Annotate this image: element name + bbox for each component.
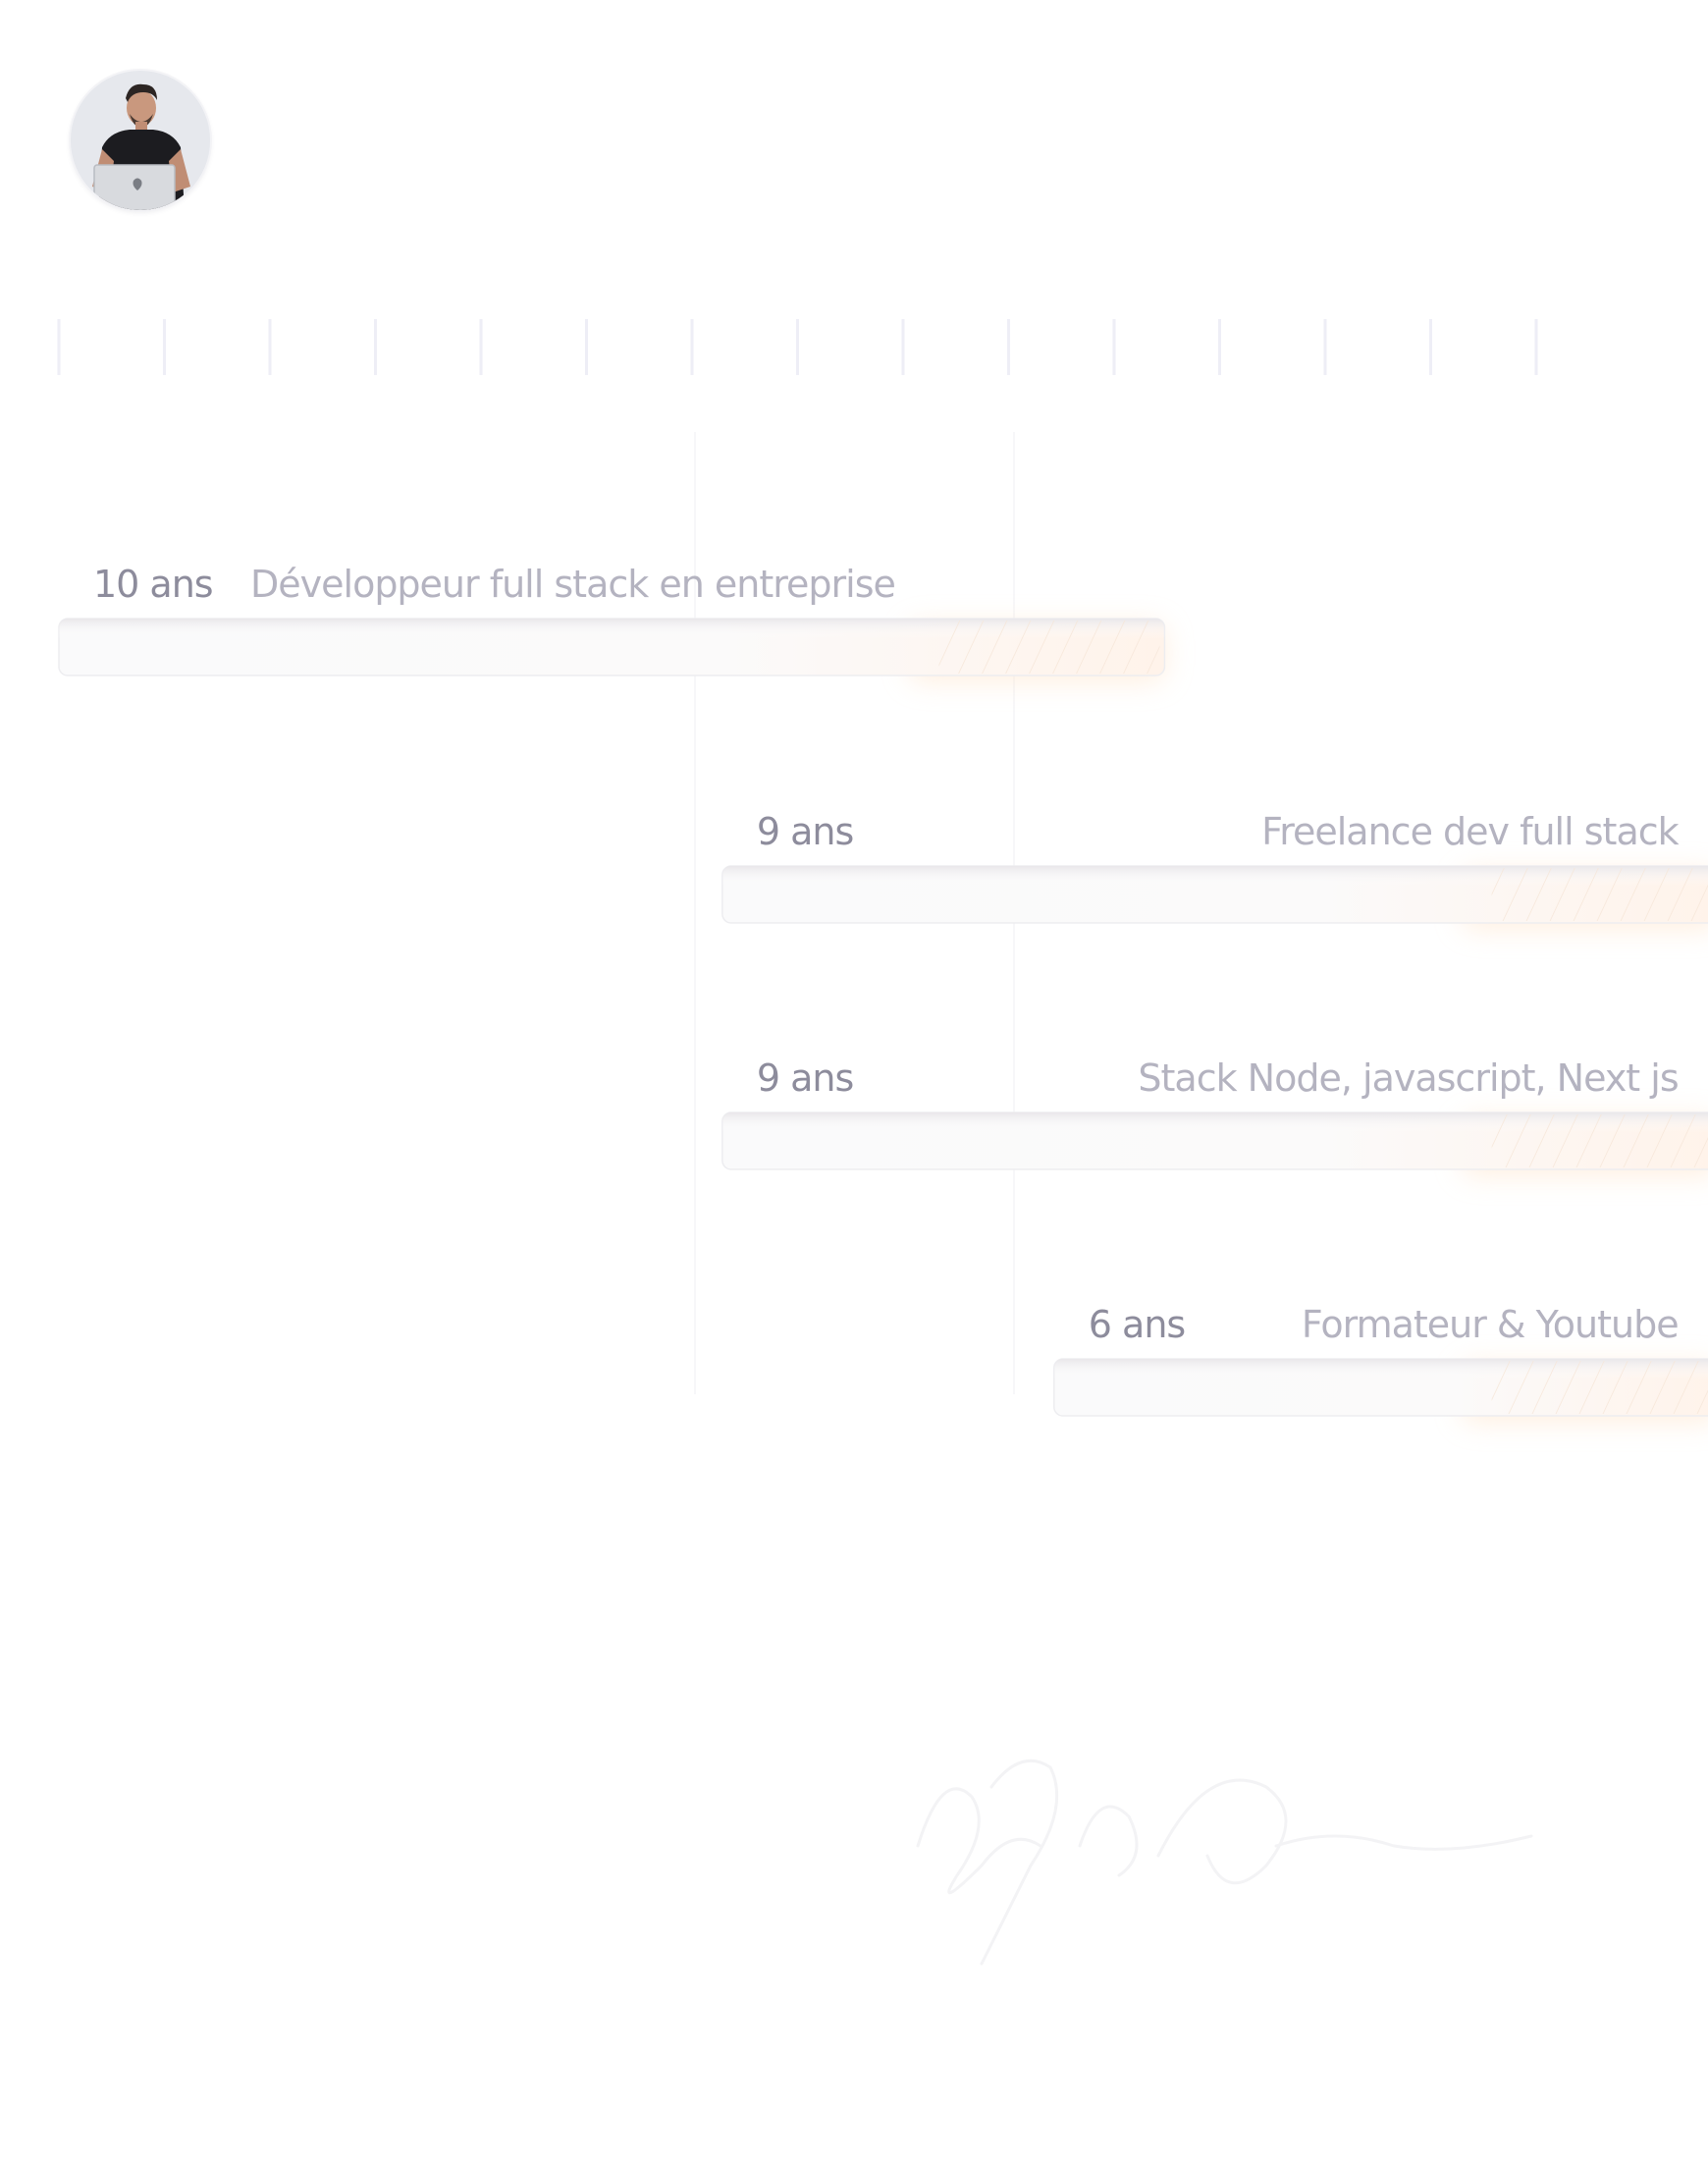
- bar-description-label: Freelance dev full stack: [1261, 810, 1680, 853]
- bar-duration-label: 9 ans: [757, 810, 853, 853]
- timeline-bar-group: 9 ans Freelance dev full stack: [721, 810, 1708, 929]
- bar-hatch: [1491, 1361, 1708, 1414]
- bar-hatch: [1491, 868, 1708, 921]
- bar-hatch: [1491, 1114, 1708, 1167]
- grid-lines: [57, 319, 1538, 1394]
- bar-shade: [721, 1112, 1708, 1169]
- person-with-laptop-icon: [71, 71, 210, 210]
- bar-duration-label: 10 ans: [93, 563, 213, 606]
- timeline-bar-group: 10 ans Développeur full stack en entrepri…: [58, 563, 1166, 681]
- bar-description-label: Développeur full stack en entreprise: [250, 563, 895, 606]
- bar-description-label: Formateur & Youtube: [1302, 1303, 1679, 1346]
- bar-description-label: Stack Node, javascript, Next js: [1138, 1056, 1678, 1100]
- bars: 10 ans Développeur full stack en entrepri…: [58, 563, 1708, 1422]
- bar-shade: [59, 619, 1165, 676]
- bar-shade: [721, 866, 1708, 923]
- timeline-bar-group: 9 ans Stack Node, javascript, Next js: [721, 1056, 1708, 1175]
- timeline-bar-group: 6 ans Formateur & Youtube: [1053, 1303, 1708, 1422]
- bar-duration-label: 9 ans: [757, 1056, 853, 1100]
- bar-hatch: [938, 621, 1160, 674]
- signature: [916, 1759, 1533, 1966]
- bar-duration-label: 6 ans: [1089, 1303, 1185, 1346]
- avatar: [71, 71, 210, 210]
